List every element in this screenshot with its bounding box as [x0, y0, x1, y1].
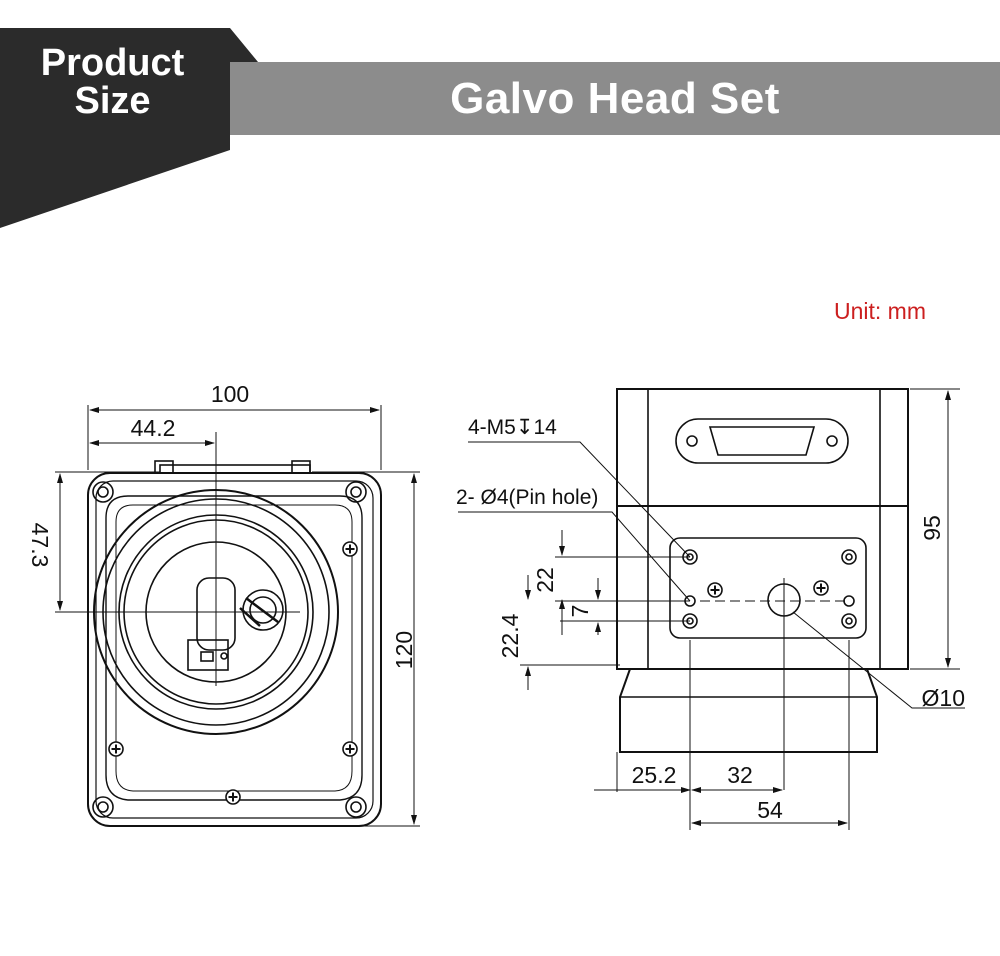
note-pin-hole: 2- Ø4(Pin hole) — [456, 486, 598, 509]
dim-side-22-4: 22.4 — [497, 613, 523, 658]
dim-front-height: 120 — [391, 631, 417, 669]
unit-label: Unit: mm — [834, 298, 926, 324]
side-body-upper — [616, 388, 909, 507]
side-dimensions — [458, 388, 965, 830]
dim-front-width: 100 — [211, 381, 249, 407]
top-connector-tab — [159, 464, 311, 474]
dim-side-height: 95 — [919, 515, 945, 541]
db25-connector-face — [708, 426, 816, 456]
dim-side-32: 32 — [727, 762, 753, 788]
dim-side-25-2: 25.2 — [632, 762, 677, 788]
header-badge-shape — [0, 28, 258, 228]
side-view — [616, 388, 909, 753]
note-thread: 4-M5↧14 — [468, 416, 557, 439]
header-title-bar — [230, 62, 1000, 135]
mounting-plate — [669, 537, 867, 639]
dim-side-22: 22 — [532, 567, 558, 593]
dim-front-height-offset: 47.3 — [27, 523, 53, 568]
front-inner-frame — [95, 480, 374, 819]
front-dimensions — [55, 405, 420, 827]
dim-side-7: 7 — [567, 605, 593, 618]
front-inner-panel — [105, 495, 363, 801]
page-title: Galvo Head Set — [450, 74, 780, 123]
side-body-lower — [616, 505, 909, 670]
dim-side-54: 54 — [757, 797, 783, 823]
db25-connector-shell — [675, 418, 849, 464]
dim-front-offset: 44.2 — [131, 415, 176, 441]
lens-barrel — [619, 668, 878, 753]
front-view — [55, 432, 382, 827]
badge-line-product: Product — [40, 42, 185, 84]
corner-hole — [92, 481, 114, 503]
dim-bore: Ø10 — [922, 685, 965, 711]
badge-line-size: Size — [74, 80, 151, 122]
product-size-badge: Product Size — [20, 44, 205, 120]
